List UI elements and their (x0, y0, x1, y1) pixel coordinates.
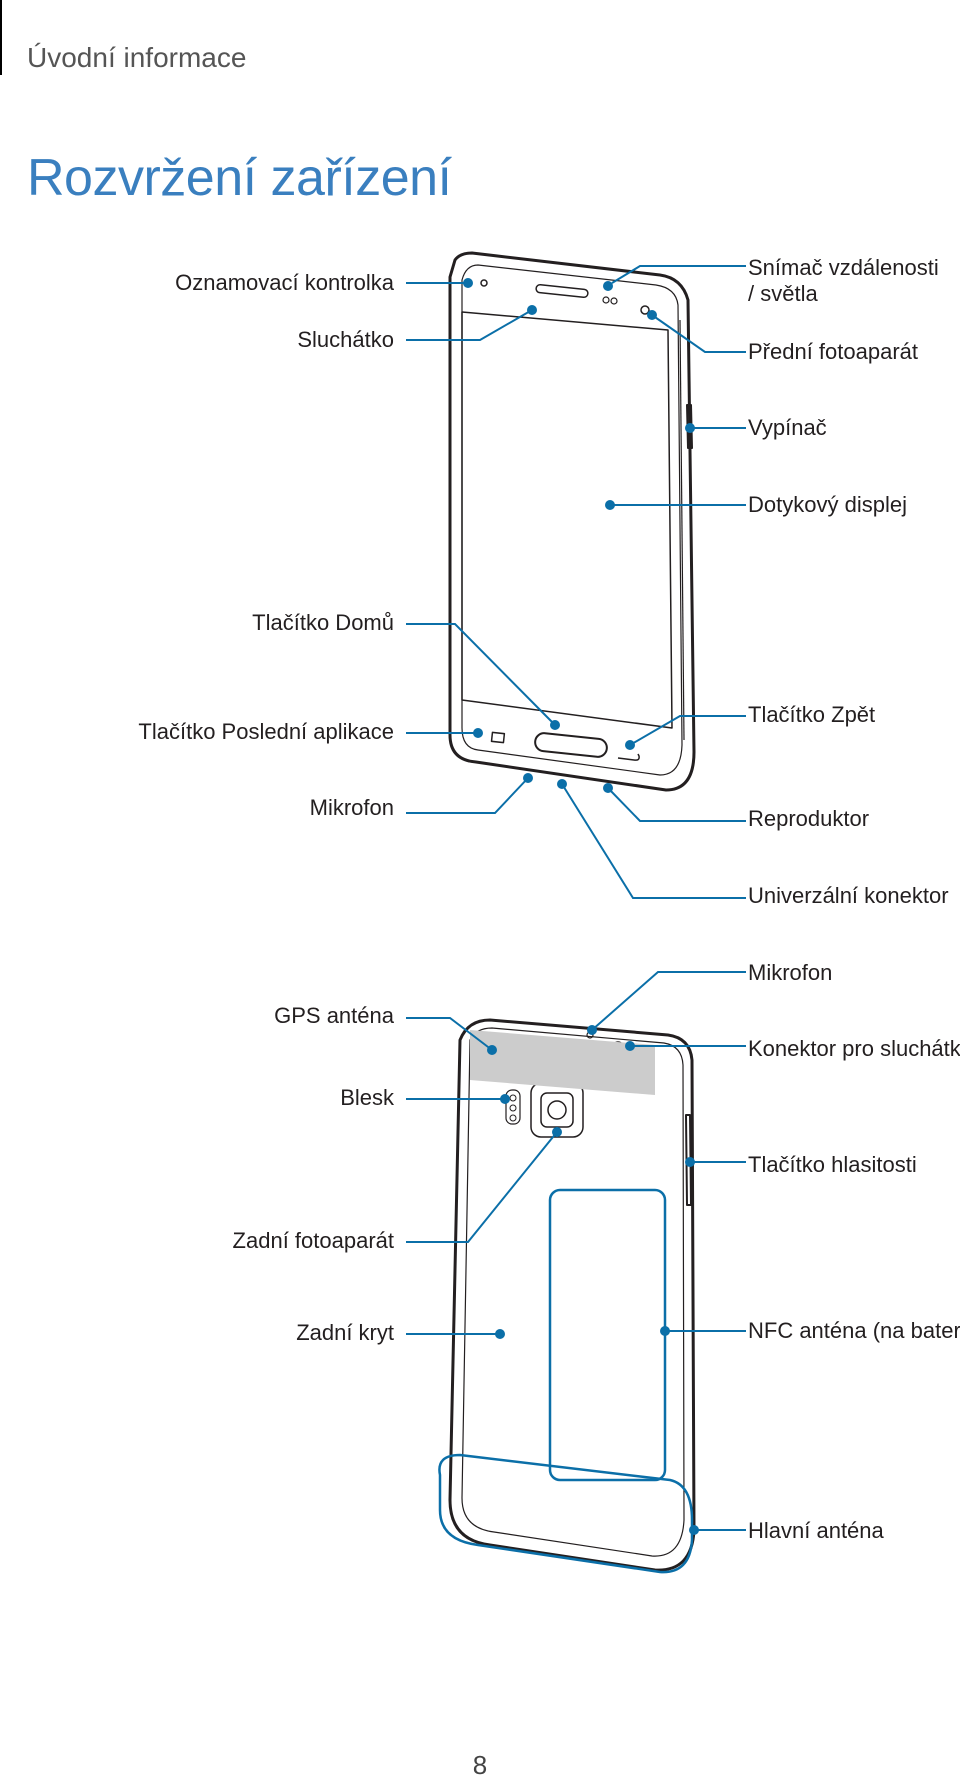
dot-back-cover (495, 1329, 505, 1339)
proximity-sensor-dot-2 (610, 297, 618, 305)
flash-led-3 (509, 1114, 517, 1122)
label-rear-camera: Zadní fotoaparát (232, 1228, 394, 1253)
dot-touchscreen (605, 500, 615, 510)
back-leader-lines (406, 971, 746, 1531)
dot-rear-camera (552, 1127, 562, 1137)
label-volume-key: Tlačítko hlasitosti (748, 1152, 917, 1177)
leader-proximity-sensor (611, 265, 746, 284)
back-key-shape (617, 753, 640, 761)
front-phone-illustration (448, 251, 696, 792)
proximity-sensor-dot-1 (602, 296, 610, 304)
gps-antenna-area (470, 1030, 655, 1095)
power-key-shape (686, 404, 693, 449)
recent-apps-key-shape (490, 731, 506, 744)
label-home-key: Tlačítko Domů (252, 610, 394, 635)
dot-recent-apps (473, 728, 483, 738)
margin-rule (0, 0, 2, 75)
leader-universal-connector (561, 783, 746, 899)
leader-earpiece (406, 309, 533, 341)
earpiece-grille (535, 283, 589, 299)
leader-rear-camera (406, 1131, 558, 1243)
front-phone-body (448, 251, 696, 792)
front-leader-lines (406, 265, 746, 899)
leader-home-key (406, 623, 556, 726)
back-phone-illustration (438, 1018, 696, 1574)
label-back-key: Tlačítko Zpět (748, 702, 876, 727)
front-phone-bezel (461, 264, 683, 776)
label-power-key: Vypínač (748, 415, 827, 440)
dot-gps-antenna (487, 1045, 497, 1055)
dot-flash (500, 1094, 510, 1104)
leader-gps-antenna (406, 1017, 493, 1051)
label-speaker: Reproduktor (748, 806, 870, 831)
rear-camera-lens (547, 1100, 567, 1120)
front-screen (461, 311, 673, 729)
dot-universal-connector (557, 779, 567, 789)
label-headset-jack: Konektor pro sluchátka (748, 1036, 960, 1061)
label-touchscreen: Dotykový displej (748, 492, 907, 517)
dot-microphone-front (523, 773, 533, 783)
label-flash: Blesk (340, 1085, 394, 1110)
dot-main-antenna (689, 1525, 699, 1535)
rear-camera-inner (540, 1092, 574, 1128)
dot-earpiece (527, 305, 537, 315)
front-leader-dots (463, 278, 695, 793)
label-nfc-antenna: NFC anténa (na baterii) (748, 1318, 960, 1343)
front-camera-lens (640, 305, 650, 315)
label-proximity-sensor: Snímač vzdálenosti / světla (748, 255, 939, 306)
flash-led-1 (509, 1094, 517, 1102)
label-gps-antenna: GPS anténa (274, 1003, 394, 1028)
nfc-antenna-outline (548, 1188, 667, 1482)
dot-nfc-antenna (660, 1326, 670, 1336)
label-main-antenna: Hlavní anténa (748, 1518, 884, 1543)
back-phone-body (448, 1018, 696, 1572)
dot-power-key (685, 423, 695, 433)
label-microphone-front: Mikrofon (309, 795, 394, 820)
label-notification-led: Oznamovací kontrolka (175, 270, 394, 295)
volume-key-shape (685, 1114, 692, 1206)
main-antenna-outline (438, 1453, 694, 1574)
notification-led-dot (480, 279, 488, 287)
label-earpiece: Sluchátko (297, 327, 394, 352)
page-title: Rozvržení zařízení (27, 149, 452, 207)
label-universal-connector: Univerzální konektor (748, 883, 949, 908)
dot-front-camera (647, 310, 657, 320)
label-back-cover: Zadní kryt (296, 1320, 394, 1345)
dot-volume-key (685, 1157, 695, 1167)
leader-back-key (629, 715, 746, 746)
home-key-shape (534, 732, 608, 758)
page-number: 8 (472, 1750, 488, 1780)
dot-proximity-sensor (603, 281, 613, 291)
front-side-edge (679, 319, 685, 741)
flash-module (505, 1089, 521, 1125)
leader-microphone-front (406, 777, 529, 814)
flash-led-2 (509, 1104, 517, 1112)
dot-notification-led (463, 278, 473, 288)
back-phone-inner-edge (461, 1027, 685, 1557)
dot-home-key (550, 720, 560, 730)
section-header: Úvodní informace (27, 42, 247, 73)
back-leader-dots (487, 1025, 699, 1535)
dot-back-key (625, 740, 635, 750)
leader-speaker (607, 787, 746, 822)
leader-front-camera (651, 314, 746, 353)
dot-headset-jack (625, 1041, 635, 1051)
label-front-camera: Přední fotoaparát (748, 339, 919, 364)
dot-speaker (603, 783, 613, 793)
label-microphone-back: Mikrofon (748, 960, 833, 985)
dot-microphone-back (587, 1025, 597, 1035)
leader-microphone-back (591, 971, 746, 1031)
label-recent-apps: Tlačítko Poslední aplikace (138, 719, 394, 744)
